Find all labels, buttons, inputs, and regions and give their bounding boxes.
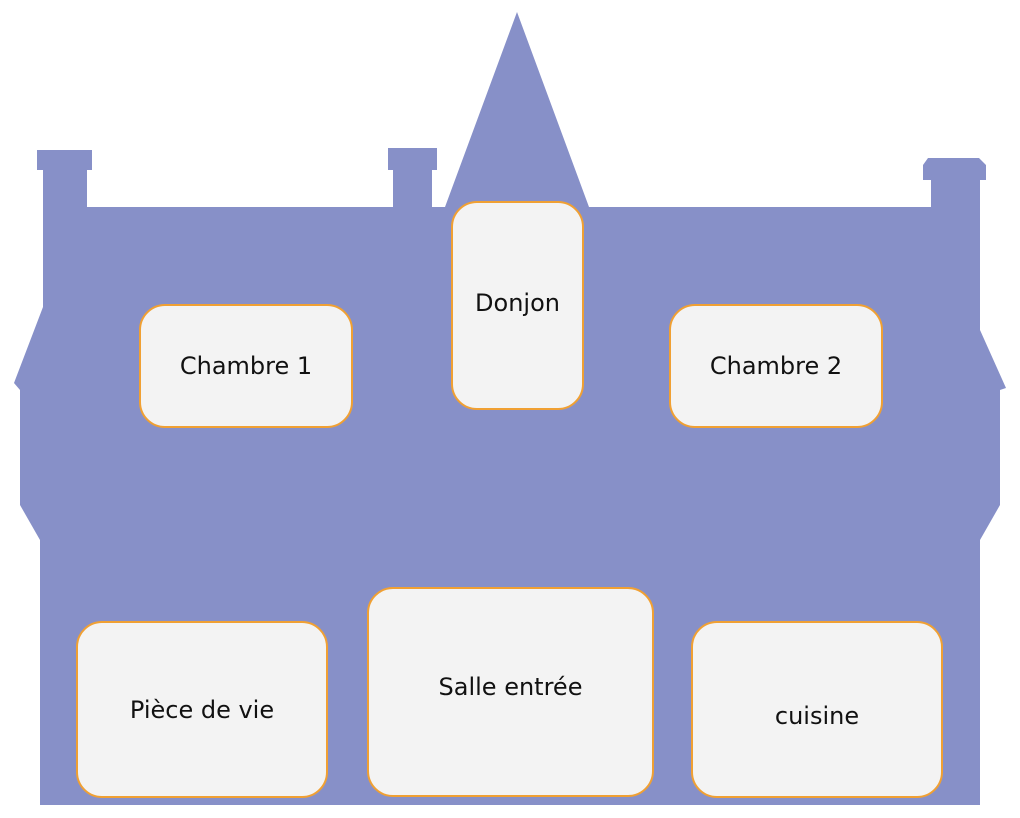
room-label: Pièce de vie bbox=[129, 695, 275, 724]
room-label: cuisine bbox=[774, 701, 860, 730]
room-chambre-1: Chambre 1 bbox=[139, 304, 353, 428]
room-label: Salle entrée bbox=[438, 673, 583, 701]
room-salle-entree: Salle entrée bbox=[367, 587, 654, 797]
room-piece-de-vie: Pièce de vie bbox=[76, 621, 328, 798]
room-label: Donjon bbox=[475, 288, 560, 317]
room-label: Chambre 1 bbox=[179, 352, 313, 380]
room-donjon: Donjon bbox=[451, 201, 584, 410]
room-cuisine: cuisine bbox=[691, 621, 943, 798]
room-chambre-2: Chambre 2 bbox=[669, 304, 883, 428]
room-label: Chambre 2 bbox=[709, 352, 843, 380]
